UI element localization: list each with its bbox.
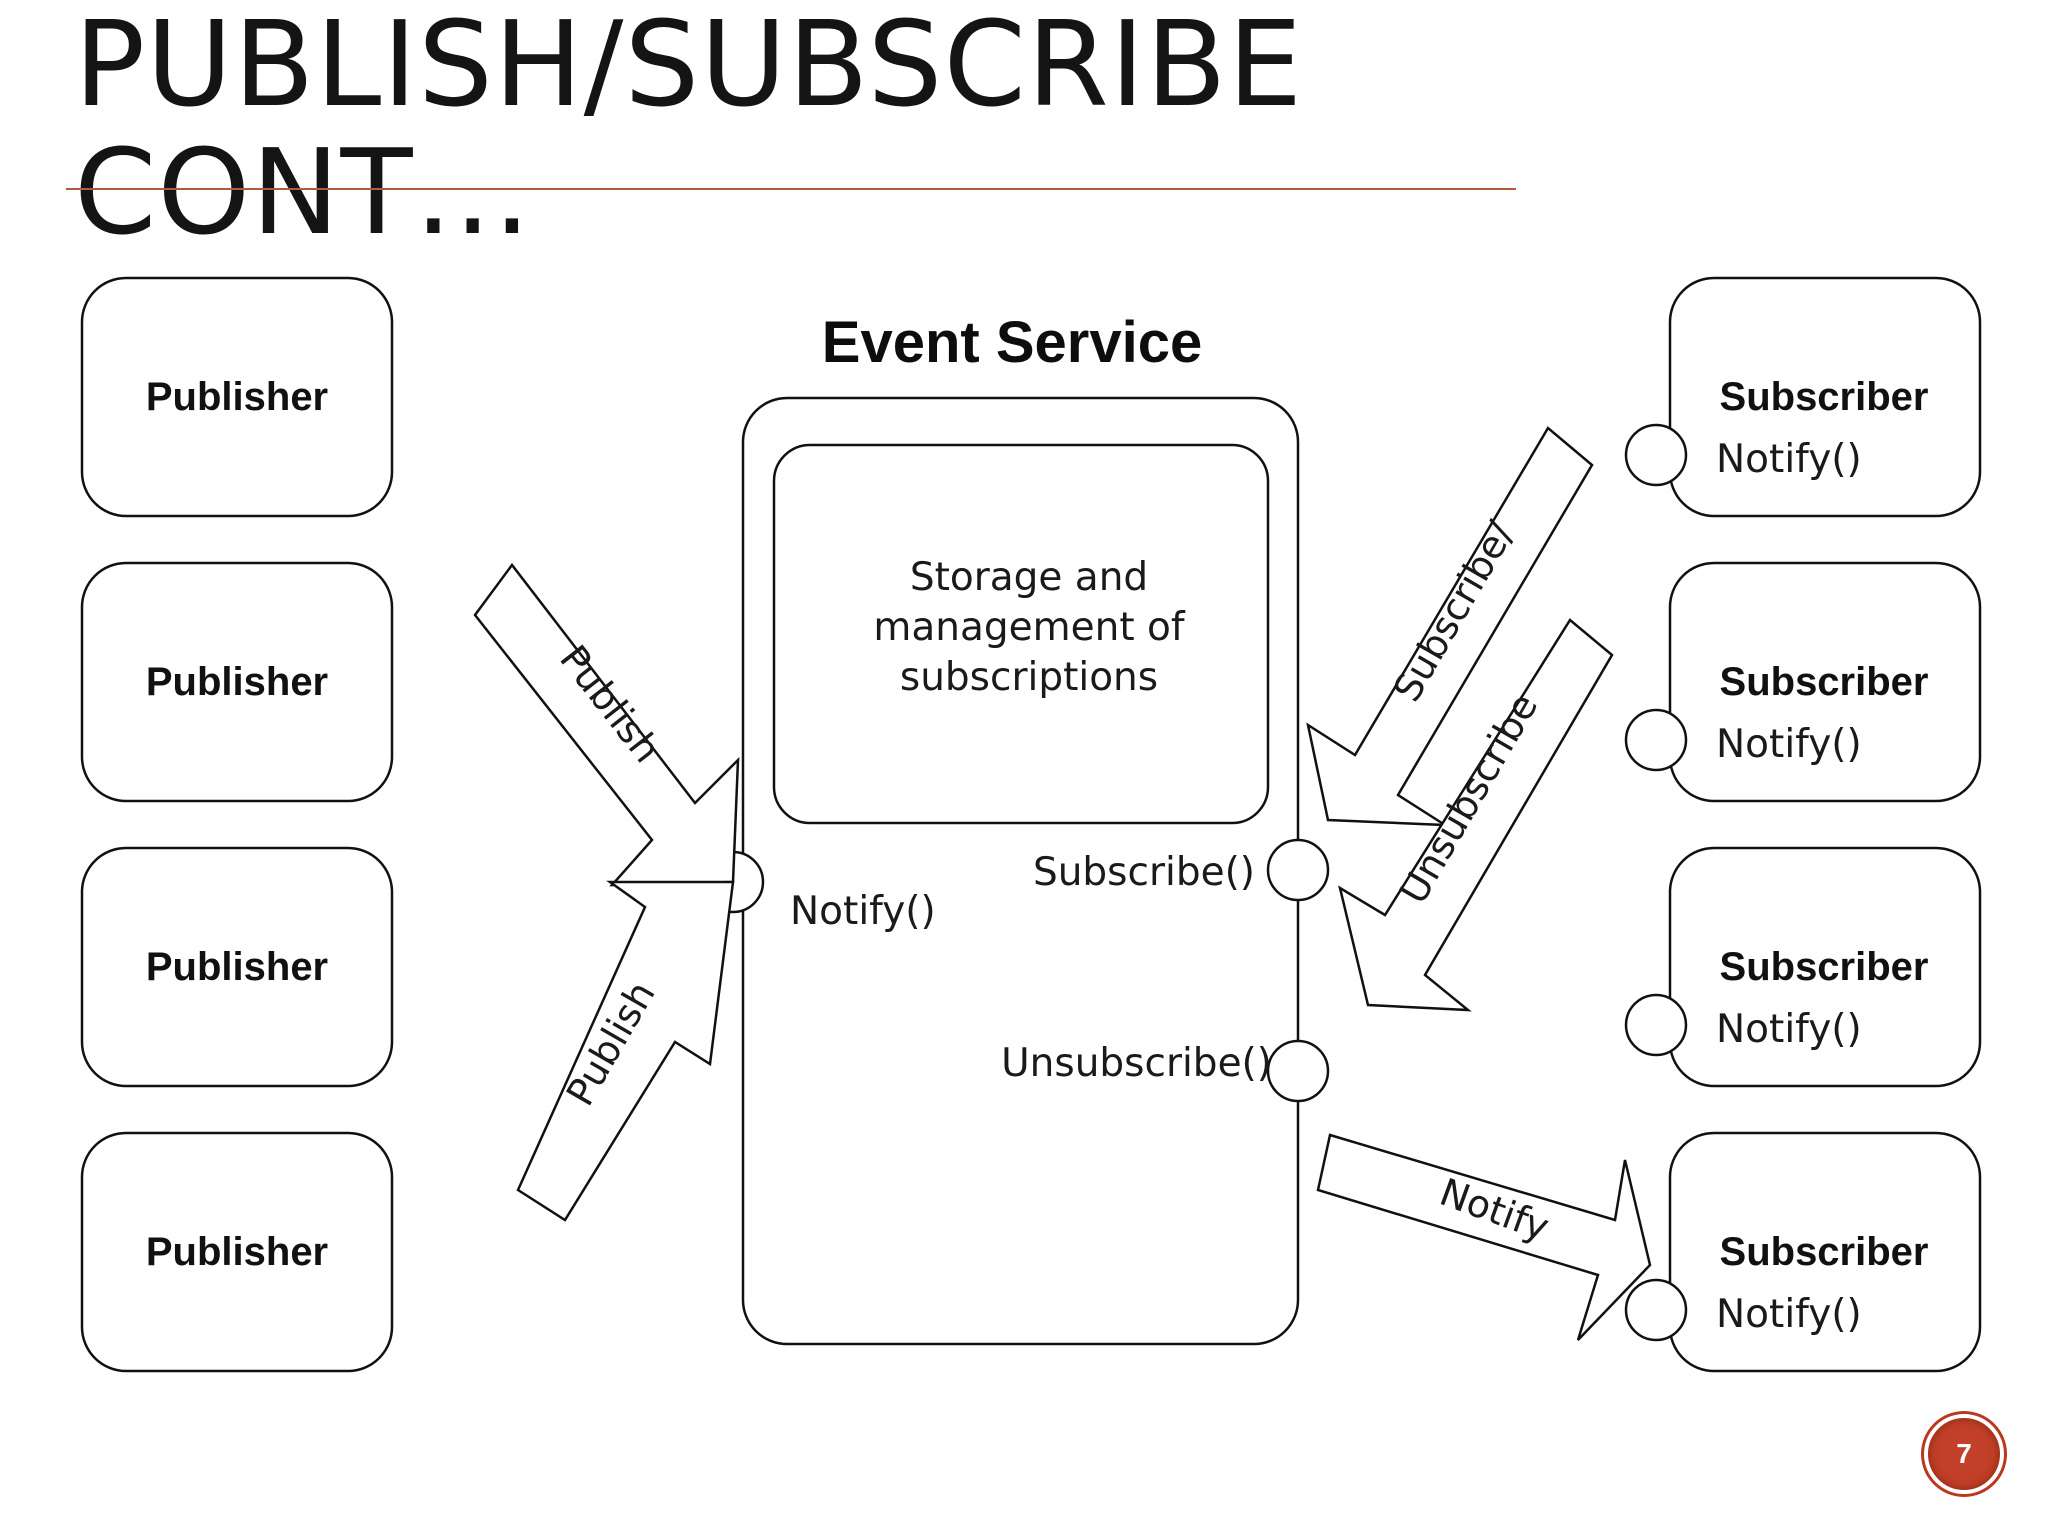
publisher-box-4: Publisher (80, 1131, 394, 1373)
notify-arrow: Notify (1316, 1133, 1652, 1341)
subscribe-port (1266, 838, 1330, 902)
unsubscribe-operation-label: Unsubscribe() (1001, 1041, 1272, 1086)
storage-box (772, 443, 1270, 825)
publisher-box-2: Publisher (80, 561, 394, 803)
title-underline-rule (66, 188, 1516, 190)
subscriber-notify-label: Notify() (1716, 1292, 1862, 1337)
storage-text-line: Storage and (910, 555, 1148, 600)
publish-arrow-bottom: Publish (516, 880, 735, 1222)
storage-text-line: management of (873, 605, 1186, 650)
service-notify-label: Notify() (790, 889, 936, 934)
subscriber-notify-port (1624, 708, 1688, 772)
subscriber-notify-port (1624, 423, 1688, 487)
subscriber-label: Subscriber (1720, 1230, 1929, 1274)
publisher-label: Publisher (146, 660, 328, 704)
publisher-label: Publisher (146, 1230, 328, 1274)
storage-text: Storage and management of subscriptions (873, 555, 1186, 700)
publisher-label: Publisher (146, 945, 328, 989)
subscriber-notify-port (1624, 993, 1688, 1057)
storage-text-line: subscriptions (900, 655, 1158, 700)
publisher-label: Publisher (146, 375, 328, 419)
subscriber-notify-label: Notify() (1716, 1007, 1862, 1052)
page-number-badge: 7 (1924, 1414, 2004, 1494)
subscriber-box-4: Subscriber Notify() (1624, 1131, 1982, 1373)
subscriber-box-3: Subscriber Notify() (1624, 846, 1982, 1088)
subscriber-box-1: Subscriber Notify() (1624, 276, 1982, 518)
subscribe-operation-label: Subscribe() (1033, 850, 1255, 895)
subscriber-label: Subscriber (1720, 945, 1929, 989)
subscriber-box-2: Subscriber Notify() (1624, 561, 1982, 803)
subscribe-arrow: Subscribe/ (1306, 426, 1594, 827)
subscriber-notify-label: Notify() (1716, 437, 1862, 482)
event-service-title: Event Service (822, 310, 1202, 375)
slide-title-line-1: PUBLISH/SUBSCRIBE (74, 0, 1304, 133)
subscriber-notify-port (1624, 1278, 1688, 1342)
subscriber-notify-label: Notify() (1716, 722, 1862, 767)
publisher-box-1: Publisher (80, 276, 394, 518)
unsubscribe-port (1266, 1039, 1330, 1103)
publish-arrow-top: Publish (473, 562, 740, 887)
subscriber-label: Subscriber (1720, 660, 1929, 704)
publisher-box-3: Publisher (80, 846, 394, 1088)
slide-title-line-2: CONT… (74, 123, 533, 261)
subscriber-label: Subscriber (1720, 375, 1929, 419)
